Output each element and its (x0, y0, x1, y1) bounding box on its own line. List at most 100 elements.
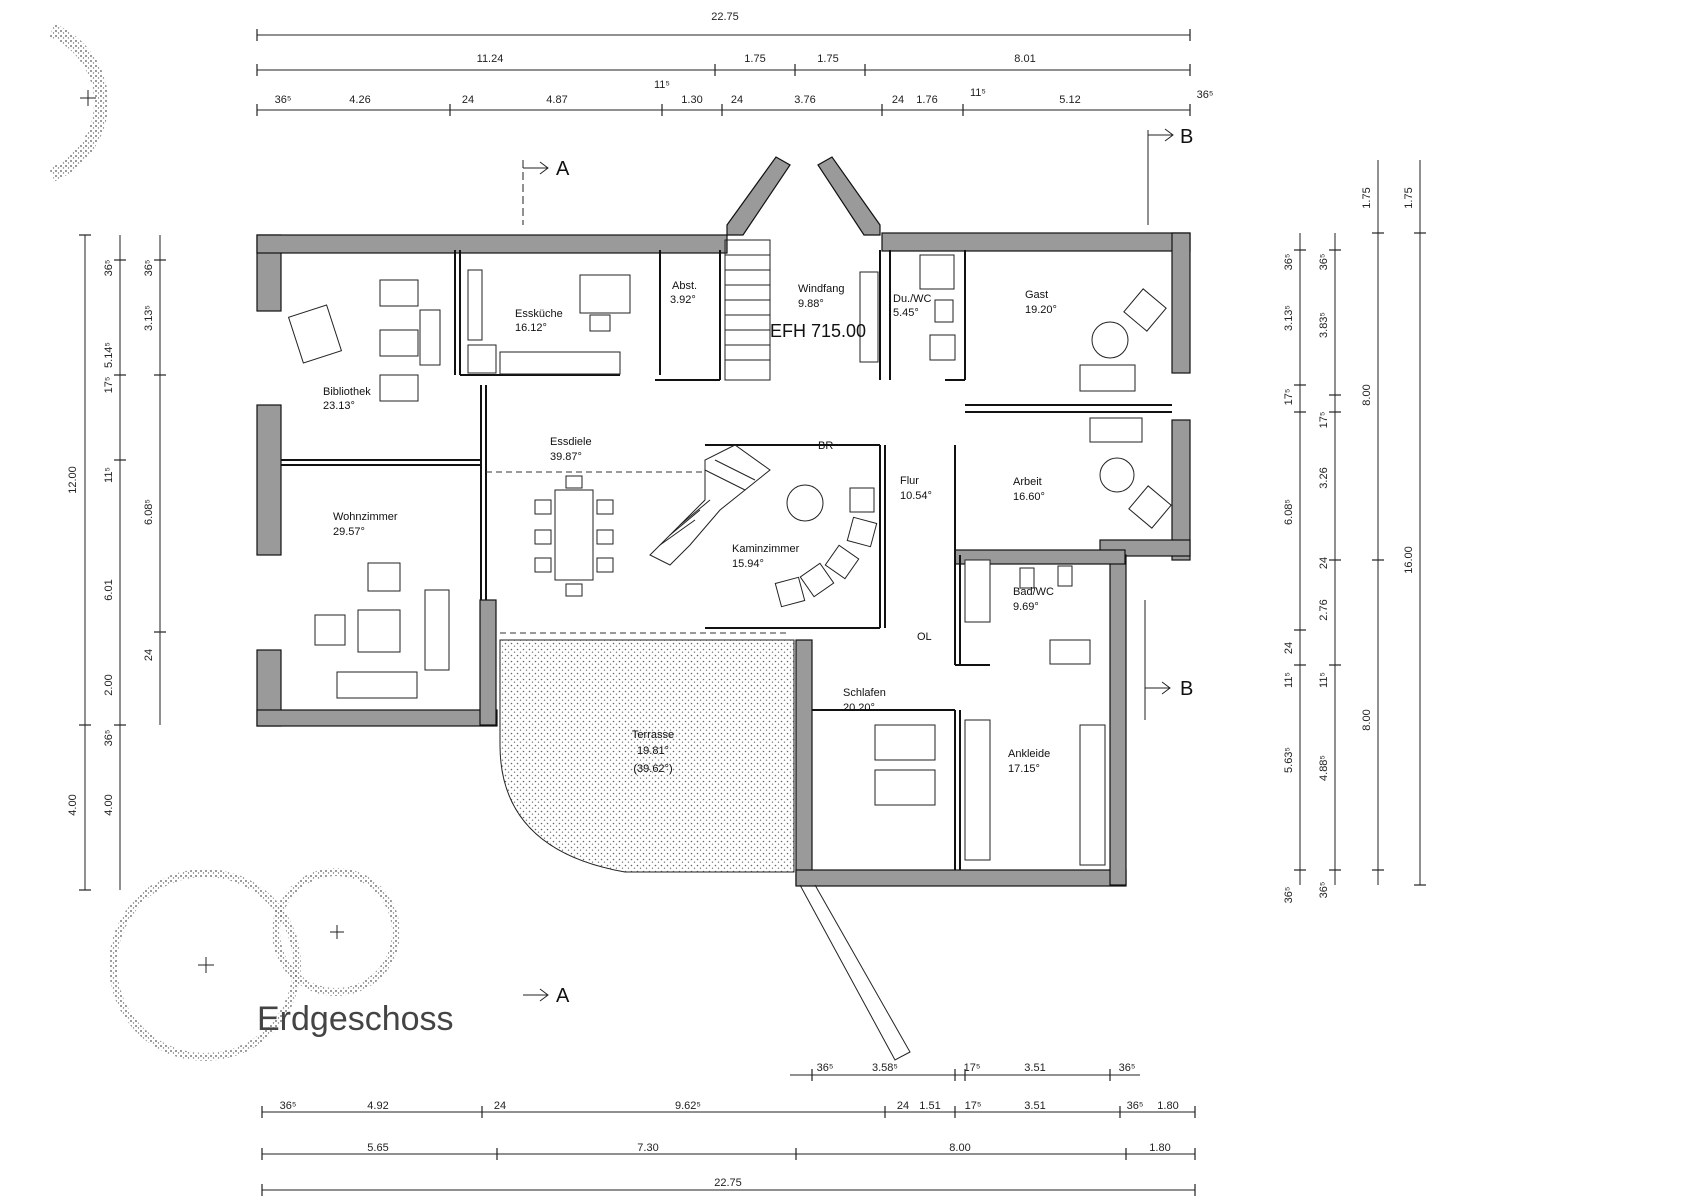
dim-bottom-overall: 22.75 (714, 1177, 742, 1189)
dimension-bottom-overall: 22.75 (261, 1177, 1196, 1196)
dim-right-a-5: 11⁵ (1283, 672, 1295, 688)
dim-right-a-3: 6.08⁵ (1283, 499, 1295, 525)
dim-left-inner-0: 36⁵ (143, 260, 155, 277)
dim-bottom-row2-3: 9.62⁵ (675, 1100, 701, 1112)
room-area-esskueche: 16.12° (515, 322, 547, 334)
dim-right-a-7: 36⁵ (1283, 887, 1295, 904)
room-name-arbeit: Arbeit (1013, 476, 1042, 488)
room-area-essdiele: 39.87° (550, 451, 582, 463)
dim-right-b-6: 11⁵ (1318, 672, 1330, 688)
dim-top-row2-2: 1.75 (817, 53, 838, 65)
dimension-right-a: 36⁵ 3.13⁵ 17⁵ 6.08⁵ 24 11⁵ 5.63⁵ 36⁵ (1283, 233, 1306, 903)
dim-right-b-2: 17⁵ (1318, 412, 1330, 429)
dim-top-row3-12: 36⁵ (1197, 89, 1214, 101)
dim-top-row3-4: 11⁵ (654, 79, 670, 91)
dim-right-d-1: 16.00 (1403, 546, 1415, 574)
room-area-windfang: 9.88° (798, 298, 824, 310)
room-area-arbeit: 16.60° (1013, 491, 1045, 503)
dim-left-mid-5: 2.00 (103, 674, 115, 695)
dim-right-b-1: 3.83⁵ (1318, 312, 1330, 338)
dim-top-overall: 22.75 (711, 11, 739, 23)
room-name-gast: Gast (1025, 289, 1048, 301)
room-area-abst: 3.92° (670, 294, 696, 306)
dim-top-row2-1: 1.75 (744, 53, 765, 65)
terrace-area-total: (39.62°) (633, 763, 672, 775)
dimension-bottom-row2: 36⁵ 4.92 24 9.62⁵ 24 1.51 17⁵ 3.51 36⁵ 1… (261, 1100, 1196, 1118)
dim-bottom-row1-4: 36⁵ (1119, 1062, 1136, 1074)
dim-left-inner-3: 24 (143, 649, 155, 661)
efh-level: EFH 715.00 (770, 321, 866, 341)
room-area-schlafen: 20.20° (843, 702, 875, 714)
dim-bottom-row2-5: 1.51 (919, 1100, 940, 1112)
dim-bottom-row2-6: 17⁵ (965, 1100, 982, 1112)
br-label: BR (818, 440, 833, 452)
dim-left-mid-1: 5.14⁵ (103, 342, 115, 368)
dim-top-row3-5: 1.30 (681, 94, 702, 106)
dim-right-d-0: 1.75 (1403, 187, 1415, 208)
dim-top-row2-0: 11.24 (477, 53, 504, 65)
dimension-top-row3: 36⁵ 4.26 24 4.87 11⁵ 1.30 24 3.76 24 1.7… (256, 79, 1214, 116)
room-name-abst: Abst. (672, 280, 697, 292)
room-name-bibliothek: Bibliothek (323, 386, 371, 398)
room-area-ankleide: 17.15° (1008, 763, 1040, 775)
section-marker-b-top: B (1147, 126, 1193, 225)
section-marker-a-bottom: A (523, 985, 570, 1007)
dim-top-row3-1: 4.26 (349, 94, 370, 106)
dim-top-row3-2: 24 (462, 94, 474, 106)
room-area-kaminzimmer: 15.94° (732, 558, 764, 570)
ol-label: OL (917, 631, 932, 643)
interior-walls (281, 250, 1172, 870)
dim-left-mid-4: 6.01 (103, 579, 115, 600)
dim-right-c-2: 8.00 (1361, 709, 1373, 730)
dim-bottom-row1-2: 17⁵ (964, 1062, 981, 1074)
dim-left-inner-1: 3.13⁵ (143, 305, 155, 331)
room-area-flur: 10.54° (900, 490, 932, 502)
dim-left-mid-2: 17⁵ (103, 377, 115, 394)
dim-top-row3-9: 1.76 (916, 94, 937, 106)
staircase-top (724, 239, 771, 381)
section-b-right-label: B (1180, 678, 1193, 700)
room-name-essdiele: Essdiele (550, 436, 592, 448)
room-area-gast: 19.20° (1025, 304, 1057, 316)
section-marker-b-right: B (1144, 600, 1193, 720)
dim-top-row3-8: 24 (892, 94, 904, 106)
dim-bottom-row3-2: 8.00 (949, 1142, 970, 1154)
dim-top-row3-7: 3.76 (794, 94, 815, 106)
section-a-bottom-label: A (556, 985, 570, 1007)
room-name-badwc: Bad/WC (1013, 586, 1054, 598)
dim-right-b-3: 3.26 (1318, 467, 1330, 488)
dim-right-a-1: 3.13⁵ (1283, 305, 1295, 331)
dim-bottom-row2-1: 4.92 (367, 1100, 388, 1112)
dim-left-mid-0: 36⁵ (103, 260, 115, 277)
room-area-bibliothek: 23.13° (323, 400, 355, 412)
dimension-right-b: 36⁵ 3.83⁵ 17⁵ 3.26 24 2.76 11⁵ 4.88⁵ 36⁵ (1318, 233, 1341, 898)
page-title: Erdgeschoss (257, 1000, 454, 1038)
dim-bottom-row1-0: 36⁵ (817, 1062, 834, 1074)
tree-top-left (49, 23, 109, 182)
dim-bottom-row2-4: 24 (897, 1100, 909, 1112)
dim-top-row2-3: 8.01 (1014, 53, 1035, 65)
room-area-badwc: 9.69° (1013, 601, 1039, 613)
furniture (287, 254, 1172, 866)
dim-top-row3-11: 5.12 (1059, 94, 1080, 106)
dim-right-b-8: 36⁵ (1318, 882, 1330, 899)
room-area-wohnzimmer: 29.57° (333, 526, 365, 538)
room-name-kaminzimmer: Kaminzimmer (732, 543, 800, 555)
terrace: Terrasse 19.81° (39.62°) (499, 639, 795, 873)
staircase-middle (649, 444, 771, 566)
dimension-left-outer: 12.00 4.00 (67, 234, 91, 891)
terrace-area: 19.81° (637, 745, 669, 757)
dimension-left-mid: 36⁵ 5.14⁵ 17⁵ 11⁵ 6.01 2.00 4.00 (103, 235, 126, 890)
dim-bottom-row2-2: 24 (494, 1100, 506, 1112)
dim-top-row3-3: 4.87 (546, 94, 567, 106)
room-name-windfang: Windfang (798, 283, 844, 295)
dim-top-row3-10: 11⁵ (970, 87, 986, 99)
terrace-name: Terrasse (632, 729, 674, 741)
dim-right-a-0: 36⁵ (1283, 254, 1295, 271)
section-b-top-label: B (1180, 126, 1193, 148)
dim-bottom-row2-0: 36⁵ (280, 1100, 297, 1112)
dim-right-a-4: 24 (1283, 642, 1295, 654)
dim-bottom-row3-3: 1.80 (1149, 1142, 1170, 1154)
outside-path (799, 884, 911, 1061)
